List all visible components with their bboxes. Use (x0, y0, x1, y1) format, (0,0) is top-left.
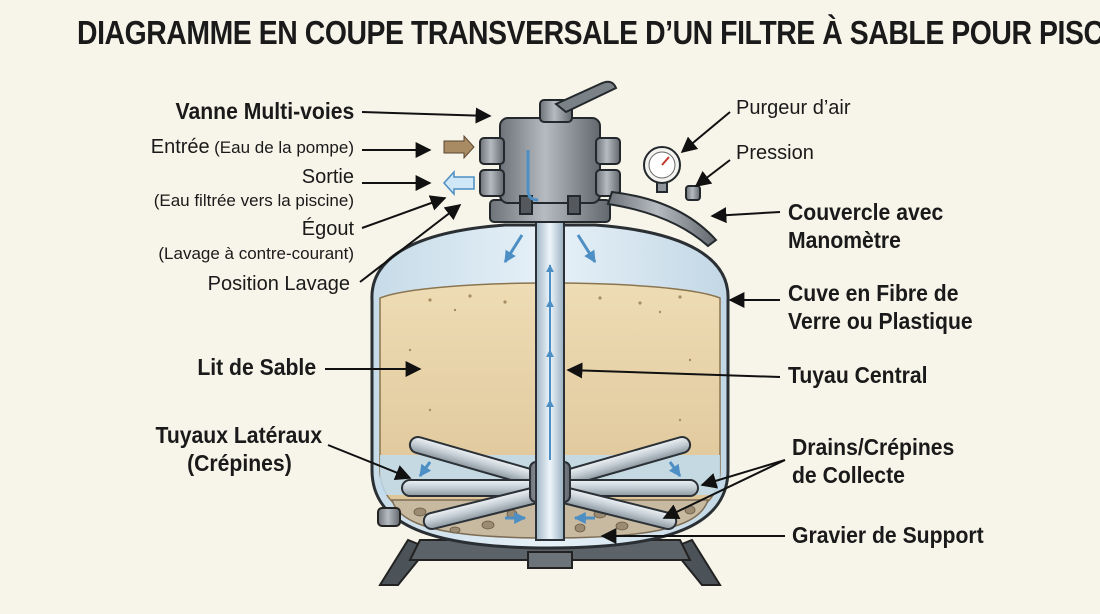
label-lid-gauge: Manomètre (788, 227, 901, 253)
label-air-bleed: Purgeur d’air (736, 97, 851, 119)
label-backwash-position: Position Lavage (207, 273, 350, 295)
label-drains: Drains/Crépines (792, 434, 955, 460)
label-tank-material: Verre ou Plastique (788, 308, 973, 334)
diagram-title: DIAGRAMME EN COUPE TRANSVERSALE D’UN FIL… (77, 14, 1100, 51)
label-multiport-valve: Vanne Multi-voies (175, 98, 354, 124)
label-lateral-pipes: Tuyaux Latéraux (155, 422, 322, 448)
label-lid: Couvercle avec (788, 199, 944, 225)
label-drains-collect: de Collecte (792, 462, 905, 488)
label-central-pipe: Tuyau Central (788, 362, 928, 388)
label-tank: Cuve en Fibre de (788, 280, 959, 306)
label-waste: Égout (301, 218, 354, 240)
flow-arrows (418, 234, 682, 524)
multiport-valve (479, 80, 621, 223)
label-lateral-pipes-note: (Crépines) (187, 450, 292, 476)
leader-lines-left (325, 107, 492, 481)
label-outlet-note: (Eau filtrée vers la piscine) (153, 191, 354, 210)
label-outlet: Sortie (301, 166, 354, 188)
label-inlet-main: Entrée (150, 136, 210, 158)
label-inlet: Entrée (Eau de la pompe) (151, 136, 354, 159)
outlet-flow-icon (442, 170, 475, 196)
label-pressure: Pression (736, 142, 814, 164)
lid-with-gauge (606, 146, 718, 248)
leader-lines-right (566, 111, 786, 544)
central-pipe (535, 199, 565, 541)
label-inlet-note: (Eau de la pompe) (214, 138, 354, 157)
label-waste-note: (Lavage à contre-courant) (158, 244, 354, 263)
label-support-gravel: Gravier de Support (792, 522, 984, 548)
inlet-flow-icon (443, 134, 475, 160)
label-sand-bed: Lit de Sable (197, 354, 316, 380)
